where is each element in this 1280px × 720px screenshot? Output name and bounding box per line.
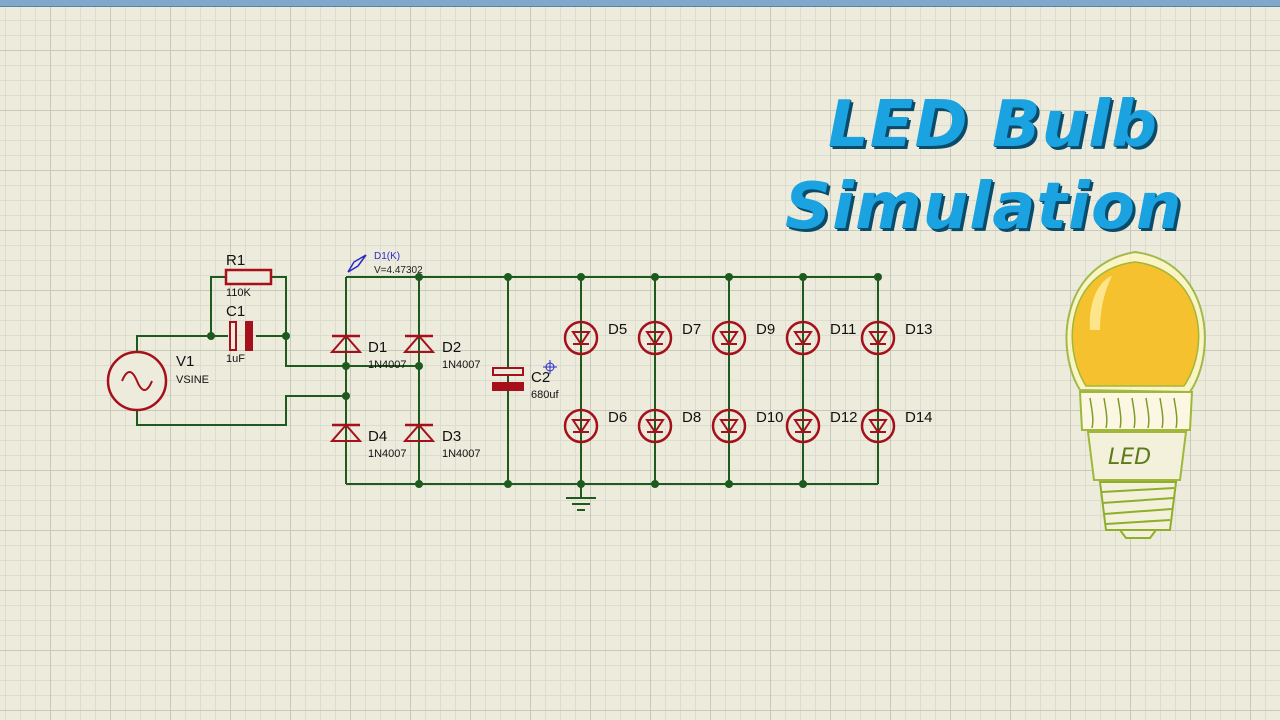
diode-d4[interactable]: D4 1N4007 — [330, 423, 407, 460]
cap1-ref: C1 — [226, 303, 245, 320]
bulb-label-band — [1086, 431, 1188, 481]
resistor-ref: R1 — [226, 252, 245, 269]
led-bulb-illustration: LED — [1065, 250, 1206, 539]
cap1-value: 1uF — [226, 353, 245, 365]
source-v1[interactable]: V1 VSINE — [106, 350, 209, 412]
window-top-border — [0, 0, 1280, 7]
capacitor-c2[interactable]: C2 680uf — [492, 360, 559, 401]
cap1-plate-a — [229, 321, 237, 351]
capacitor-c1[interactable]: C1 1uF — [226, 303, 253, 365]
diode-value: 1N4007 — [368, 359, 407, 371]
resistor-value: 110K — [226, 287, 252, 299]
led-d10[interactable]: D10 — [711, 408, 784, 444]
probe-reading: V=4.47302 — [374, 265, 423, 276]
cap2-plate-a — [492, 367, 524, 376]
resistor-r1[interactable]: R1 110K — [224, 252, 273, 299]
led-ref: D7 — [682, 321, 701, 338]
bulb-highlight — [1089, 276, 1112, 330]
led-ref: D10 — [756, 409, 784, 426]
cap2-plate-b — [492, 382, 524, 391]
led-ref: D8 — [682, 409, 701, 426]
bulb-label: LED — [1108, 445, 1151, 470]
cap1-plate-b — [245, 321, 253, 351]
bulb-screw-base — [1098, 481, 1178, 539]
cap2-value: 680uf — [531, 389, 559, 401]
voltage-probe[interactable]: D1(K) V=4.47302 — [347, 251, 423, 276]
title-line-2: Simulation — [785, 170, 1183, 244]
led-d7[interactable]: D7 — [637, 320, 701, 356]
diode-value: 1N4007 — [442, 359, 481, 371]
led-d12[interactable]: D12 — [785, 408, 858, 444]
diode-d3[interactable]: D3 1N4007 — [403, 423, 481, 460]
title-line-1: LED Bulb — [828, 88, 1158, 162]
probe-arrow-icon — [347, 254, 367, 273]
crosshair-icon — [543, 360, 557, 374]
led-ref: D5 — [608, 321, 627, 338]
bulb-collar — [1078, 391, 1194, 431]
diode-value: 1N4007 — [442, 448, 481, 460]
junction-dots — [207, 273, 882, 488]
ground-icon[interactable] — [566, 497, 596, 511]
led-ref: D14 — [905, 409, 933, 426]
diode-ref: D2 — [442, 339, 461, 356]
diode-d1[interactable]: D1 1N4007 — [330, 334, 407, 371]
led-d9[interactable]: D9 — [711, 320, 775, 356]
led-ref: D6 — [608, 409, 627, 426]
led-ref: D12 — [830, 409, 858, 426]
wires — [136, 276, 879, 498]
led-ref: D9 — [756, 321, 775, 338]
source-value: VSINE — [176, 374, 209, 386]
resistor-symbol — [224, 268, 273, 286]
led-ref: D13 — [905, 321, 933, 338]
led-d5[interactable]: D5 — [563, 320, 627, 356]
diode-value: 1N4007 — [368, 448, 407, 460]
probe-name: D1(K) — [374, 251, 400, 262]
diode-ref: D1 — [368, 339, 387, 356]
source-ref: V1 — [176, 353, 194, 370]
led-ref: D11 — [830, 321, 856, 338]
diode-ref: D3 — [442, 428, 461, 445]
led-d6[interactable]: D6 — [563, 408, 627, 444]
led-d11[interactable]: D11 — [785, 320, 856, 356]
diode-ref: D4 — [368, 428, 387, 445]
led-d13[interactable]: D13 — [860, 320, 933, 356]
led-d14[interactable]: D14 — [860, 408, 933, 444]
sine-wave-icon — [121, 371, 153, 391]
diode-d2[interactable]: D2 1N4007 — [403, 334, 481, 371]
cap2-ref: C2 — [531, 369, 550, 386]
led-d8[interactable]: D8 — [637, 408, 701, 444]
